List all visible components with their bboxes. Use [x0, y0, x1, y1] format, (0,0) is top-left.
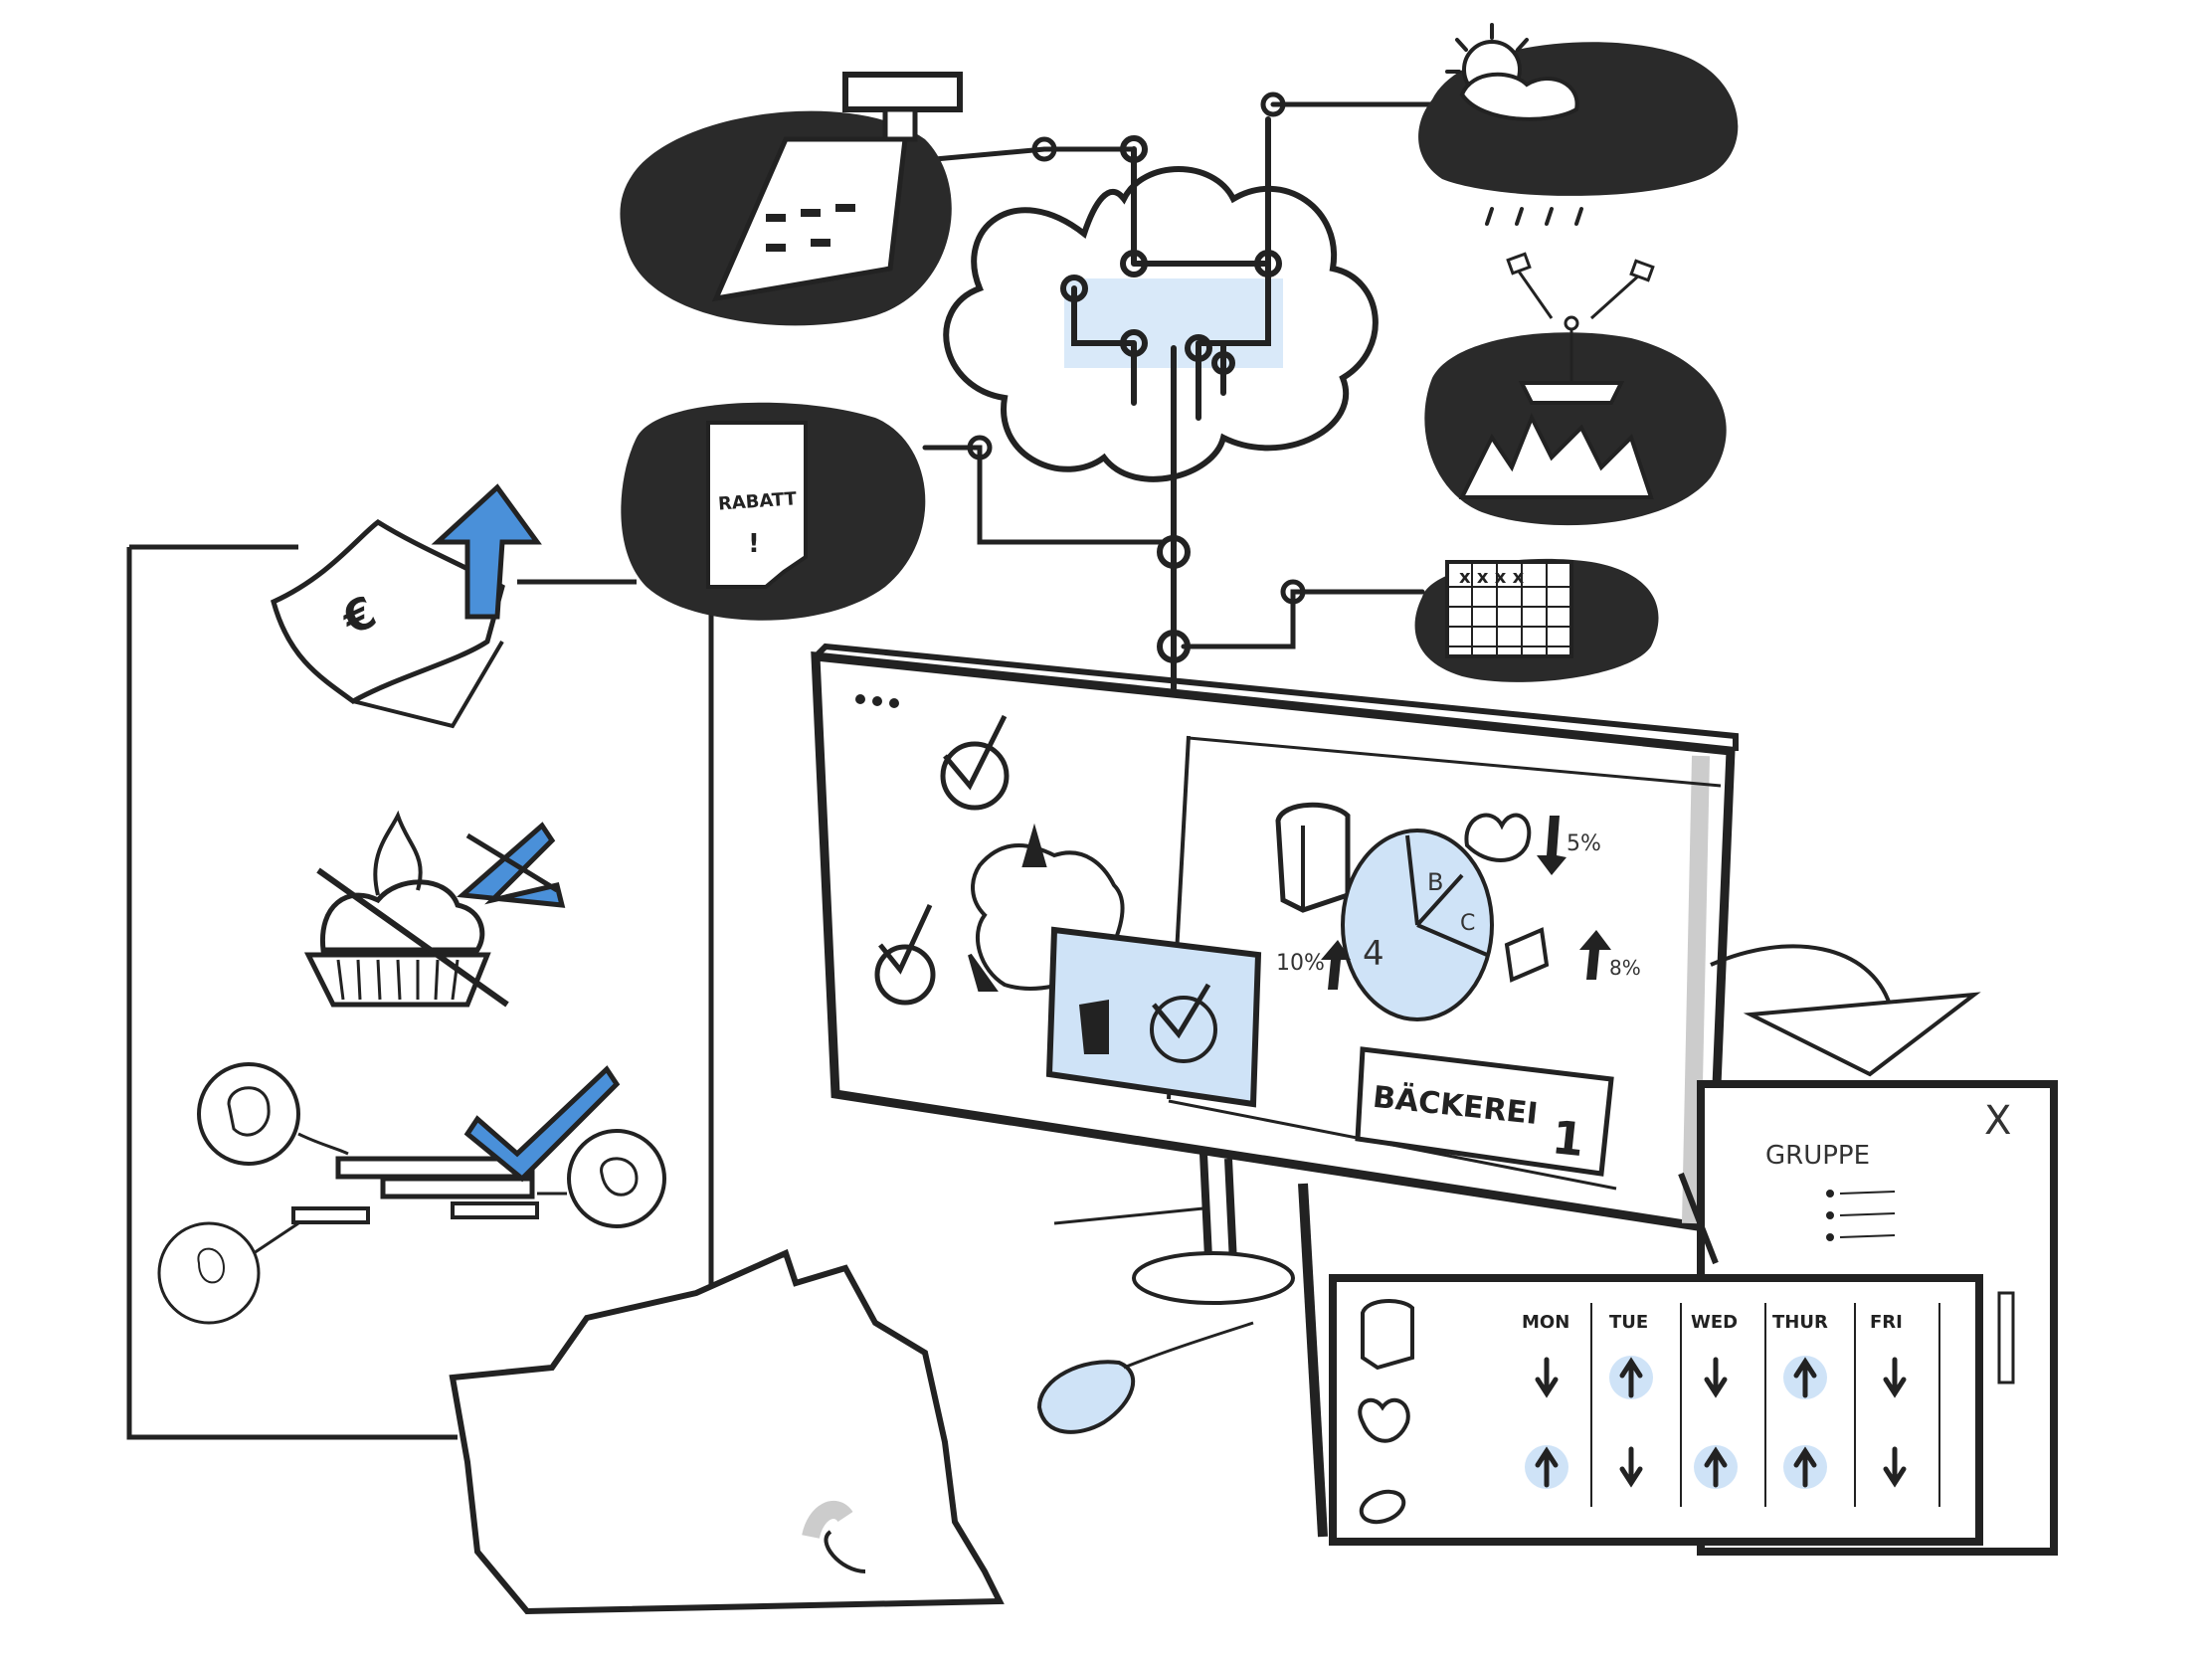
- bread-icon: [1361, 1299, 1414, 1371]
- coupon-icon: RABATT !: [621, 402, 926, 621]
- connector-lines: [708, 92, 1435, 1296]
- expand-arrow-icon: [1710, 944, 1981, 1077]
- money-increase-icon: €: [271, 483, 542, 729]
- no-waste-icon: [303, 810, 566, 1008]
- sales-pie-chart: 4 B C: [1341, 829, 1494, 1021]
- trend-grid: [1525, 1356, 1907, 1489]
- day-fri: FRI: [1870, 1312, 1903, 1333]
- store-number: 1: [1550, 1110, 1586, 1167]
- cash-register-icon: [620, 72, 963, 326]
- stat-up-right: 8%: [1609, 956, 1641, 980]
- arrow-up-icon: [1321, 940, 1351, 990]
- day-tue: TUE: [1609, 1312, 1648, 1333]
- day-mon: MON: [1522, 1312, 1569, 1333]
- trend-up-icon: [1609, 1356, 1653, 1399]
- trend-up-icon: [1694, 1445, 1738, 1489]
- pretzel-icon: [1464, 813, 1532, 862]
- pie-label-b: B: [1427, 868, 1443, 896]
- staff-planning-icon: [157, 1062, 666, 1325]
- user-head: [449, 1248, 1005, 1615]
- cloud-icon: [943, 166, 1379, 482]
- trend-up-icon: [1783, 1356, 1827, 1399]
- group-window: GRUPPE X MON TUE WED THUR FRI: [1298, 1080, 2058, 1556]
- trend-down-icon: [1619, 1446, 1643, 1488]
- roll-icon: [1359, 1489, 1406, 1525]
- pretzel-icon: [1358, 1397, 1410, 1443]
- monitor: 4 B C 5% 10% 8% BÄCKEREI 1: [811, 643, 1739, 1305]
- network-icon: [1060, 116, 1283, 699]
- event-icon: [1424, 252, 1727, 526]
- arrow-up-icon: 8%: [1579, 930, 1641, 980]
- svg-text:x x x x: x x x x: [1459, 567, 1525, 588]
- trend-down-icon: [1883, 1446, 1907, 1488]
- trend-up-icon: [1525, 1445, 1568, 1489]
- group-title: GRUPPE: [1765, 1141, 1870, 1171]
- trend-up-icon: [1783, 1445, 1827, 1489]
- pie-label-a: 4: [1363, 934, 1384, 974]
- calendar-icon: x x x x: [1414, 558, 1659, 682]
- trend-down-icon: [1535, 1357, 1559, 1398]
- scrollbar[interactable]: [1997, 1291, 2015, 1384]
- arrow-down-icon: 5%: [1537, 816, 1601, 875]
- close-icon[interactable]: X: [1984, 1098, 2011, 1144]
- left-info-panel: [126, 544, 637, 1440]
- bread-icon: [1275, 802, 1351, 913]
- roll-icon: [1504, 927, 1550, 983]
- store-label: BÄCKEREI 1: [1355, 1046, 1614, 1177]
- day-thur: THUR: [1772, 1312, 1828, 1333]
- day-wed: WED: [1691, 1312, 1738, 1333]
- weather-icon: [1418, 23, 1739, 226]
- pie-label-c: C: [1460, 911, 1475, 936]
- stat-up-left: 10%: [1276, 951, 1325, 976]
- mouse-icon: [1036, 1206, 1254, 1434]
- stat-down: 5%: [1567, 831, 1601, 856]
- check-clock-icon: [874, 714, 1010, 1006]
- trend-down-icon: [1883, 1357, 1907, 1398]
- coupon-mark: !: [748, 529, 760, 559]
- selected-store-tile[interactable]: [1045, 926, 1262, 1108]
- trend-down-icon: [1704, 1357, 1728, 1398]
